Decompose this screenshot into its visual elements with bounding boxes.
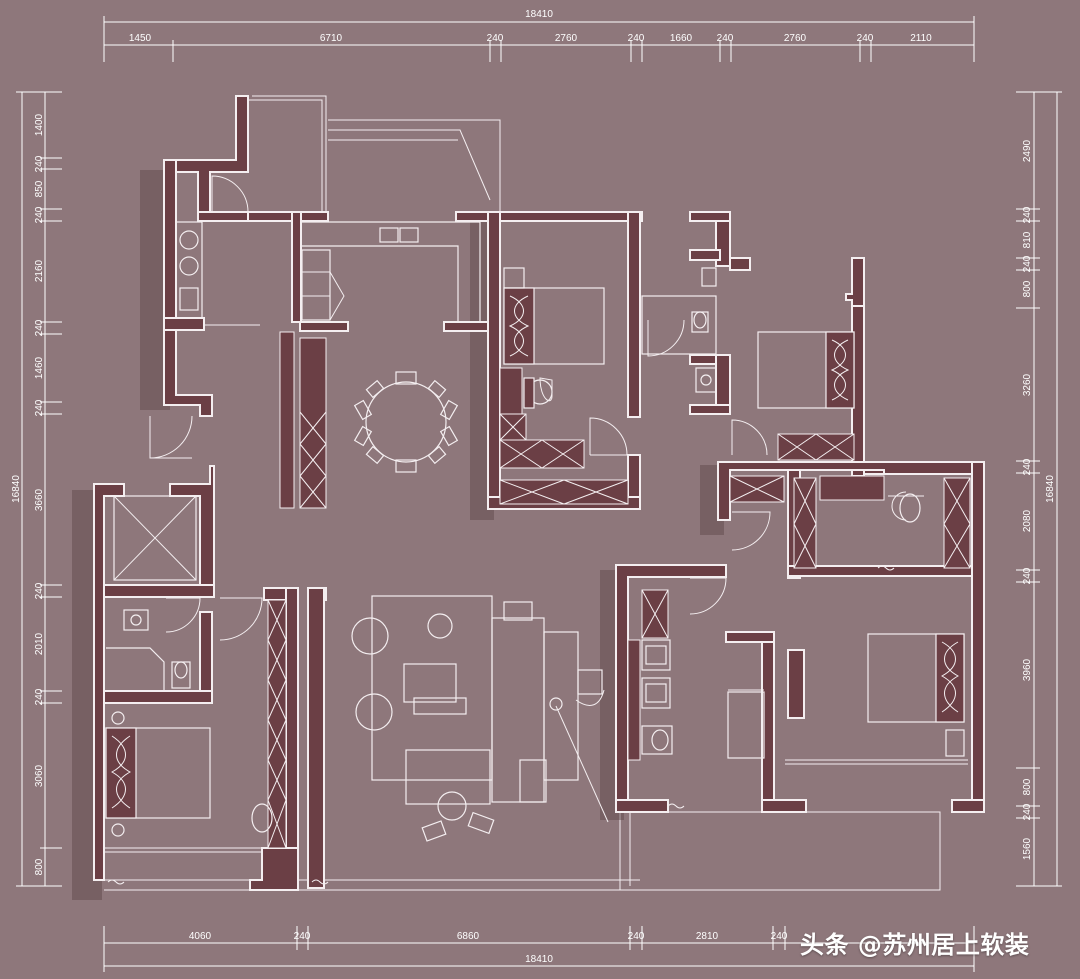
bottom-seg-1: 4060 [189,931,212,942]
left-seg-14: 800 [34,858,45,875]
right-seg-8: 2080 [1022,509,1033,532]
master-bathroom [641,639,765,759]
top-seg-2: 6710 [320,33,343,44]
right-total: 16840 [1045,475,1056,503]
storage-cabinets [113,331,971,849]
top-seg-5: 240 [628,33,645,44]
top-seg-9: 240 [857,33,874,44]
left-seg-6: 240 [34,319,45,336]
top-seg-10: 2110 [910,33,932,44]
bottom-seg-2: 240 [294,931,311,942]
right-seg-2: 240 [1022,206,1033,223]
left-seg-13: 3060 [34,764,45,787]
top-seg-8: 2760 [784,33,807,44]
top-seg-6: 1660 [670,33,693,44]
bottom-seg-6: 240 [771,931,788,942]
bottom-seg-4: 240 [628,931,645,942]
right-seg-11: 800 [1022,778,1033,795]
left-seg-12: 240 [34,688,45,705]
left-seg-10: 240 [34,582,45,599]
right-seg-5: 800 [1022,280,1033,297]
right-seg-13: 1560 [1022,837,1033,860]
bedroom-4 [104,711,273,853]
left-seg-7: 1460 [34,356,45,379]
window-marks [107,565,895,885]
right-dimensions: 2490 240 810 240 800 3260 240 2080 240 3… [1016,91,1062,887]
left-seg-2: 240 [34,155,45,172]
right-seg-7: 240 [1022,458,1033,475]
bottom-seg-5: 2810 [696,931,719,942]
doors [149,175,771,641]
right-seg-1: 2490 [1022,139,1033,162]
top-seg-4: 2760 [555,33,578,44]
bedroom-3 [757,331,855,409]
top-total: 18410 [525,9,553,20]
bottom-total: 18410 [525,954,553,965]
left-seg-3: 850 [34,180,45,197]
bottom-seg-3: 6860 [457,931,480,942]
left-seg-9: 3660 [34,488,45,511]
bathroom-4 [106,609,191,690]
laundry [175,221,260,326]
kitchen [301,221,481,322]
right-seg-12: 240 [1022,803,1033,820]
top-dimensions: 18410 1450 6710 240 2760 240 1660 240 27… [103,9,975,62]
bottom-dimensions: 4060 240 6860 240 2810 240 18410 [103,926,975,972]
left-total: 16840 [11,475,22,503]
left-seg-1: 1400 [34,113,45,136]
bedroom-2 [503,267,605,409]
bathroom-1 [641,267,717,393]
left-seg-11: 2010 [34,632,45,655]
dining-set [353,371,459,473]
watermark-text: 头条 @苏州居上软装 [800,931,1030,959]
right-seg-4: 240 [1022,255,1033,272]
right-seg-3: 810 [1022,231,1033,248]
left-dimensions: 1400 240 850 240 2160 240 1460 240 3660 … [11,91,62,887]
top-seg-1: 1450 [129,33,152,44]
master-bedroom [785,491,968,765]
right-seg-10: 3960 [1022,658,1033,681]
right-seg-9: 240 [1022,567,1033,584]
left-seg-5: 2160 [34,259,45,282]
top-seg-3: 240 [487,33,504,44]
top-seg-7: 240 [717,33,734,44]
left-seg-8: 240 [34,399,45,416]
left-seg-4: 240 [34,206,45,223]
right-seg-6: 3260 [1022,373,1033,396]
living-room [351,595,609,842]
